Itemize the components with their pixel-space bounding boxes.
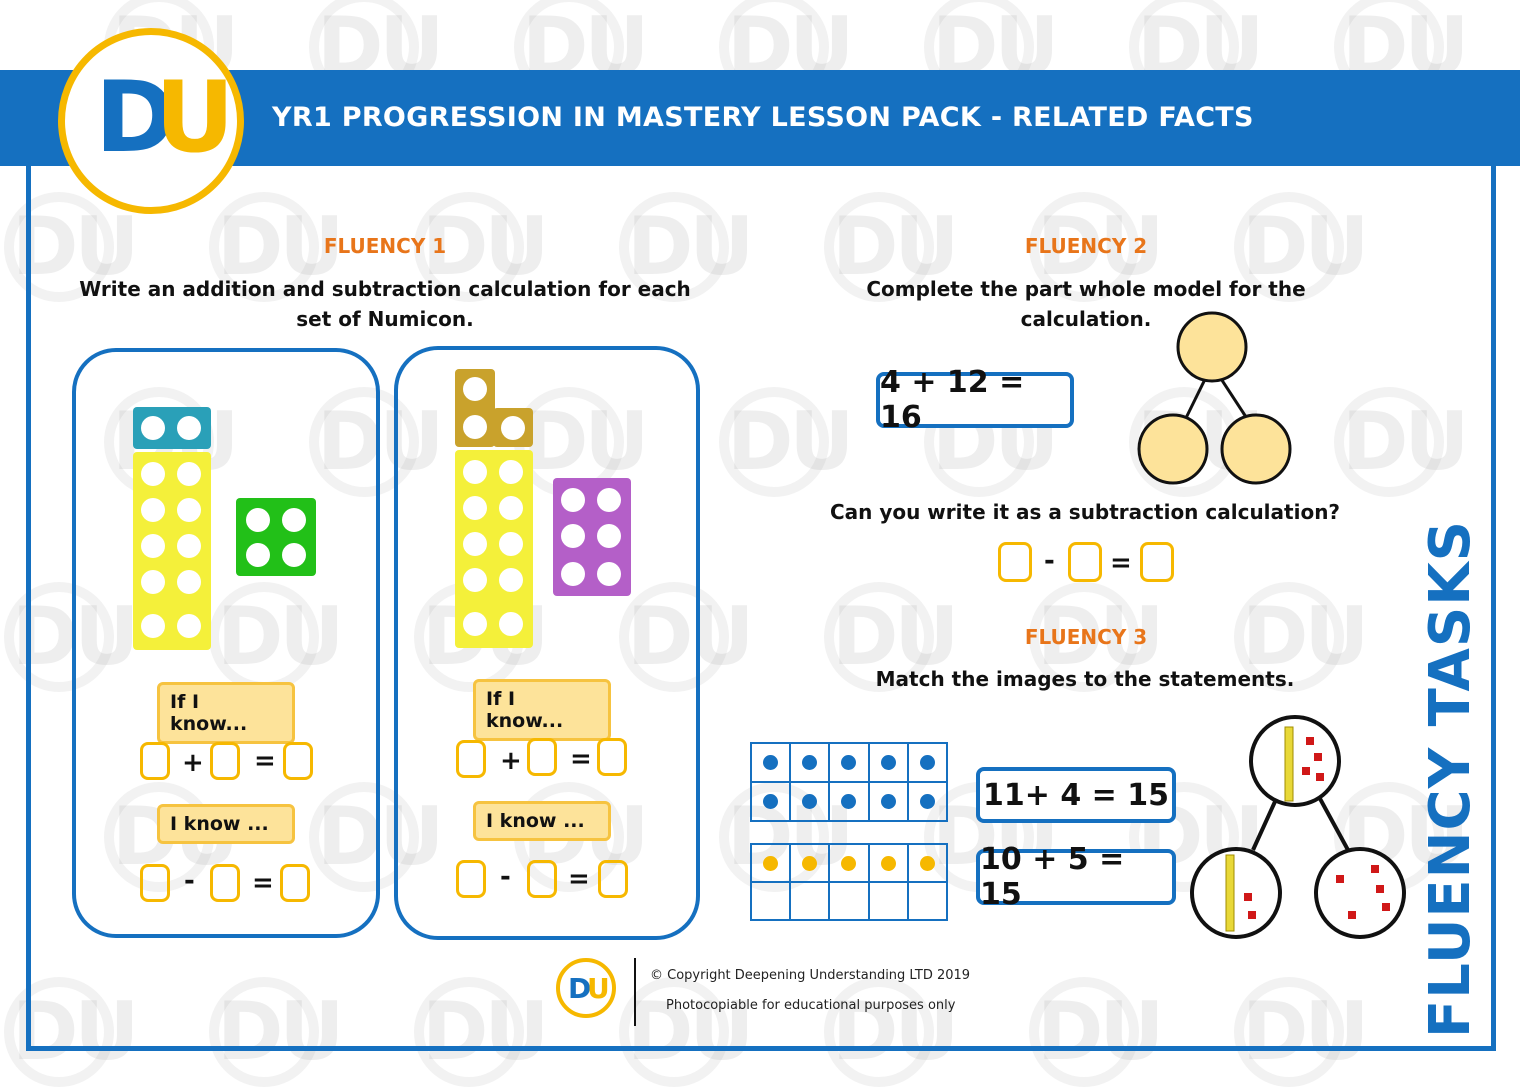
answer-box[interactable]	[140, 864, 170, 902]
statement-box-2[interactable]: 10 + 5 = 15	[976, 842, 1176, 912]
i-know-label-2: I know ...	[473, 801, 611, 841]
numicon-three-piece	[455, 369, 495, 447]
ten-frame-bottom	[750, 843, 948, 921]
footer-divider	[634, 958, 636, 1026]
fluency2-instruction: Complete the part whole model for the ca…	[866, 277, 1306, 331]
footer-logo: D U	[556, 958, 616, 1018]
answer-box[interactable]	[1068, 542, 1102, 582]
fluency3-heading: FLUENCY 3	[1024, 625, 1148, 649]
answer-box[interactable]	[456, 860, 486, 898]
plus-sign: +	[500, 746, 522, 776]
answer-box[interactable]	[210, 742, 240, 780]
minus-sign: -	[500, 862, 511, 892]
answer-box[interactable]	[140, 742, 170, 780]
fluency3-instruction: Match the images to the statements.	[875, 667, 1295, 691]
part-circle-left	[1137, 413, 1209, 485]
fluency-tasks-side-label: FLUENCY TASKS	[1418, 520, 1483, 1038]
equals-sign: =	[570, 744, 592, 774]
header-bar	[0, 70, 1520, 166]
plus-sign: +	[182, 748, 204, 778]
numicon-panel-1	[72, 348, 380, 938]
minus-sign: -	[1044, 546, 1055, 576]
numicon-two-piece	[133, 407, 211, 449]
equals-sign: =	[1110, 548, 1132, 578]
base-ten-part-whole-model	[1190, 715, 1406, 939]
footer-logo-u: U	[587, 972, 610, 1005]
numicon-four-piece	[236, 498, 316, 576]
equals-sign: =	[568, 864, 590, 894]
footer-note: Photocopiable for educational purposes o…	[666, 998, 956, 1013]
answer-box[interactable]	[527, 738, 557, 776]
logo-letter-d: D	[95, 61, 177, 175]
answer-box[interactable]	[598, 860, 628, 898]
du-logo: D U	[58, 28, 244, 214]
fluency2-calculation: 4 + 12 = 16	[876, 365, 1074, 435]
answer-box[interactable]	[210, 864, 240, 902]
fluency2-heading: FLUENCY 2	[1024, 234, 1148, 258]
answer-box[interactable]	[283, 742, 313, 780]
i-know-label-1: I know ...	[157, 804, 295, 844]
answer-box[interactable]	[998, 542, 1032, 582]
numicon-ten-piece	[455, 450, 533, 648]
statement-box-1[interactable]: 11+ 4 = 15	[976, 767, 1176, 823]
answer-box[interactable]	[456, 740, 486, 778]
equals-sign: =	[252, 868, 274, 898]
page-title: YR1 PROGRESSION IN MASTERY LESSON PACK -…	[272, 102, 1254, 133]
answer-box[interactable]	[1140, 542, 1174, 582]
logo-letter-u: U	[155, 61, 235, 175]
numicon-six-piece	[553, 478, 631, 596]
equals-sign: =	[254, 746, 276, 776]
fluency1-heading: FLUENCY 1	[323, 234, 447, 258]
numicon-three-piece-part	[493, 408, 533, 447]
whole-circle	[1176, 311, 1248, 383]
answer-box[interactable]	[597, 738, 627, 776]
fluency1-instruction: Write an addition and subtraction calcul…	[79, 277, 691, 331]
part-circle-right	[1220, 413, 1292, 485]
footer-logo-d: D	[568, 972, 592, 1005]
fluency2-question: Can you write it as a subtraction calcul…	[829, 500, 1341, 524]
part-whole-model	[1137, 311, 1292, 485]
numicon-ten-piece	[133, 452, 211, 650]
page-frame	[26, 164, 1496, 1051]
minus-sign: -	[184, 866, 195, 896]
if-i-know-label-2: If I know...	[473, 679, 611, 741]
answer-box[interactable]	[527, 860, 557, 898]
numicon-panel-2	[394, 346, 700, 940]
if-i-know-label-1: If I know...	[157, 682, 295, 744]
ten-frame-top	[750, 742, 948, 822]
footer-copyright: © Copyright Deepening Understanding LTD …	[650, 968, 971, 983]
answer-box[interactable]	[280, 864, 310, 902]
